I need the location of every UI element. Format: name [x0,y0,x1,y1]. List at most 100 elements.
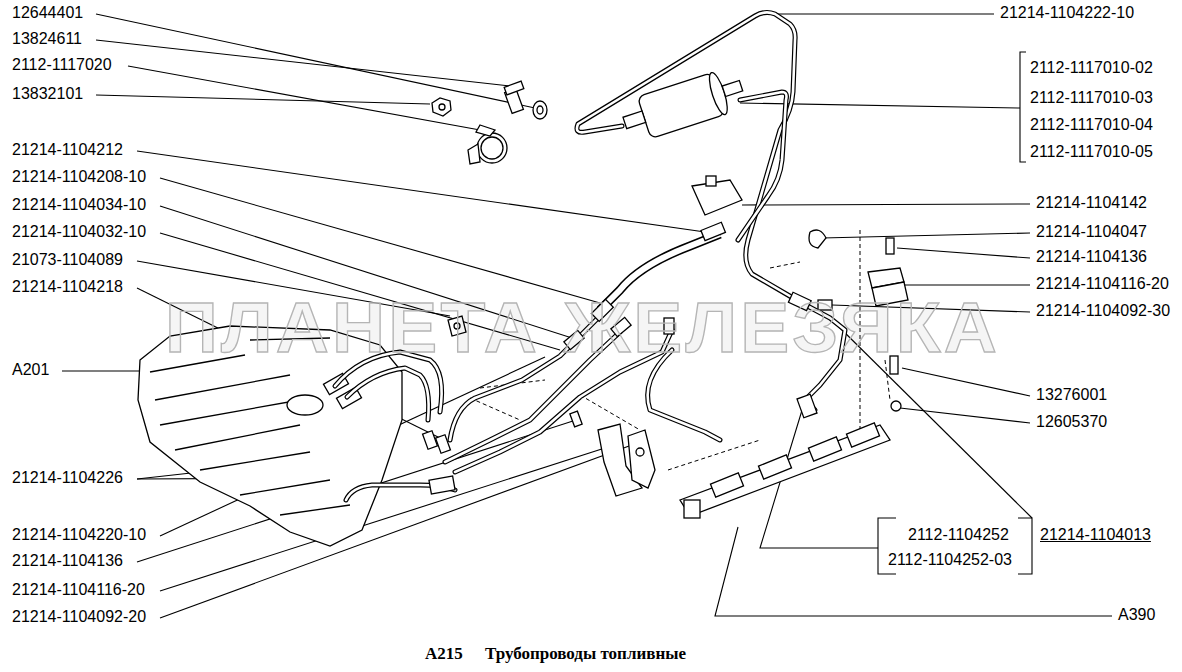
part-number: 2112-1117020 [12,57,112,73]
hose-and-fittings-part [692,180,742,215]
assembly-lines-part [885,360,890,400]
hose-and-fittings-part [701,222,726,240]
part-number: 2112-1117010-05 [1030,144,1153,160]
clamp-parts-part [477,133,507,163]
clamp-parts-part [439,104,445,110]
part-number: 2112-1117010-04 [1030,117,1153,133]
fuel-filter-part-part [722,80,743,96]
part-number: 21214-1104222-10 [1000,5,1134,21]
part-number: 13276001 [1036,387,1107,403]
leader-lines-part [897,248,1030,258]
part-number: 12644401 [12,5,83,21]
clamp-parts-part [476,125,495,136]
leader-lines-part [96,40,510,86]
part-number: 21214-1104218 [12,279,123,295]
fuel-filter-part-part [623,111,646,129]
part-number: 21214-1104034-10 [12,197,146,213]
fuel-pipes-part [347,368,429,420]
clamp-parts-part [504,81,524,95]
brackets-part [636,448,644,456]
leader-lines-part [770,13,994,14]
part-number: 2112-1104252 [908,527,1009,543]
part-number: 21214-1104092-30 [1036,303,1170,319]
fuel-rail-part [684,500,700,518]
leader-lines-part [740,103,1020,108]
leader-lines-part [62,370,148,371]
leader-lines-part [96,14,535,108]
figure-number: A215 [425,646,463,662]
fuel-pipes-part [738,92,787,240]
part-number: 2112-1117010-02 [1030,60,1153,76]
leader-lines [62,14,1112,618]
leader-lines-part [742,204,1030,205]
leader-lines-part [160,178,600,303]
assembly-lines-part [668,440,760,470]
tank-shield-part [287,395,323,415]
part-number: 21214-1104212 [12,142,123,158]
fuel-rail [680,394,890,518]
brackets-part [891,401,901,411]
caption: Трубопроводы топливные [485,646,686,662]
part-number: 21214-1104013 [1040,527,1151,543]
leader-lines-part [1018,518,1032,574]
leader-lines-part [1020,52,1026,162]
leader-lines-part [897,284,1030,285]
part-number: 21214-1104136 [1036,249,1147,265]
part-number: 21073-1104089 [12,252,123,268]
leader-lines-part [137,151,705,232]
leader-lines-part [822,233,1030,238]
tank-shield-part [280,505,350,515]
tank-shield-part [200,452,310,470]
part-number: 21214-1104226 [12,470,123,486]
clamp-parts-part [468,144,480,164]
part-number: 21214-1104116-20 [12,582,145,598]
clamp-parts-part [481,137,503,159]
fuel-pipes-part [347,368,429,420]
assembly-lines-part [470,398,520,420]
part-number: 21214-1104032-10 [12,224,146,240]
clamp-parts-part [432,98,451,116]
fuel-filter [618,65,748,145]
clamp-parts [432,81,547,164]
fuel-pipes-part [738,92,787,240]
fuel-rail-part [758,455,791,479]
part-number: 21214-1104047 [1036,224,1147,240]
brackets-part [809,230,826,248]
clamp-parts-part [537,106,543,114]
tank-shield-part [175,425,300,450]
part-number: 21214-1104136 [12,553,123,569]
fuel-pipes-part [577,12,800,302]
leader-lines-part [902,368,1030,396]
assembly-lines-part [770,262,800,268]
assembly-lines-part [580,395,640,430]
brackets-part [570,411,582,427]
fuel-pipes-part [577,12,800,302]
part-number: 13824611 [12,31,82,47]
part-number: 21214-1104220-10 [12,527,146,543]
part-number: 21214-1104092-20 [12,609,146,625]
leader-lines-part [96,95,430,104]
tank-shield-part [240,480,330,495]
tank-shield-part [155,375,290,400]
tank-shield-part [160,400,300,425]
fuel-rail-part [808,437,841,461]
watermark: ПЛАНЕТА ЖЕЛЕЗЯКА [165,292,1000,364]
part-number: 21214-1104208-10 [12,169,146,185]
brackets-part [886,238,894,254]
clamp-parts-part [533,101,547,119]
part-number: 12605370 [1036,414,1107,430]
brackets-part [628,430,655,488]
part-number: 21214-1104116-20 [1036,276,1169,292]
leader-lines-part [900,408,1030,423]
part-number: 21214-1104142 [1036,195,1147,211]
part-number: A201 [12,362,49,378]
hose-and-fittings-part [429,476,455,494]
fuel-pipes [335,12,845,500]
hose-and-fittings-part [706,176,716,186]
fuel-rail-part [797,394,817,418]
fuel-rail-part [710,473,743,497]
hose-and-fittings-part [436,435,451,453]
fuel-rail-part [846,423,879,447]
part-number: 2112-1104252-03 [888,552,1012,568]
